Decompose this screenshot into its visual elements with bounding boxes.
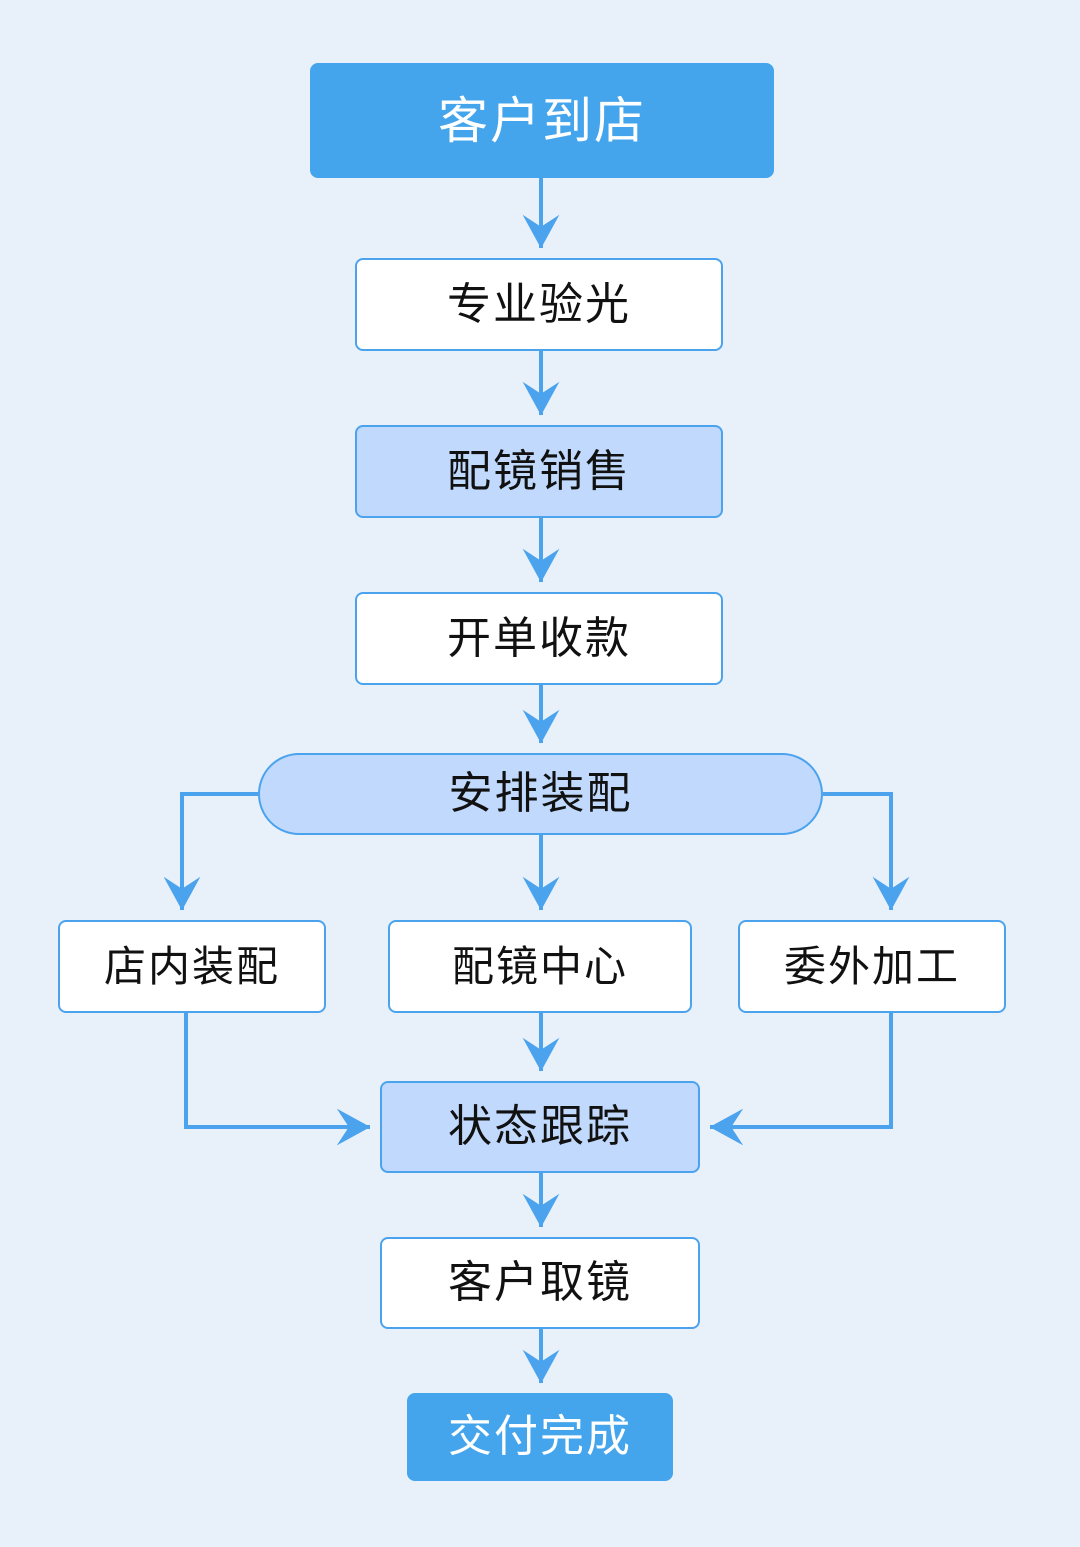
node-customer-arrives[interactable]: 客户到店: [310, 63, 774, 178]
node-outsourced-processing[interactable]: 委外加工: [738, 920, 1006, 1013]
node-delivery-complete[interactable]: 交付完成: [407, 1393, 673, 1481]
node-in-store-assembly[interactable]: 店内装配: [58, 920, 326, 1013]
node-status-tracking[interactable]: 状态跟踪: [380, 1081, 700, 1173]
edge-outsourced-processing-to-status-tracking: [709, 1013, 893, 1146]
node-arrange-assembly[interactable]: 安排装配: [258, 753, 823, 835]
edge-in-store-assembly-to-status-tracking: [184, 1013, 371, 1146]
node-optical-center[interactable]: 配镜中心: [388, 920, 692, 1013]
node-customer-pickup[interactable]: 客户取镜: [380, 1237, 700, 1329]
node-professional-optometry[interactable]: 专业验光: [355, 258, 723, 351]
node-glasses-sales[interactable]: 配镜销售: [355, 425, 723, 518]
edge-arrange-assembly-to-in-store-assembly: [163, 792, 258, 911]
node-billing-payment[interactable]: 开单收款: [355, 592, 723, 685]
edge-arrange-assembly-to-outsourced-processing: [823, 792, 910, 911]
